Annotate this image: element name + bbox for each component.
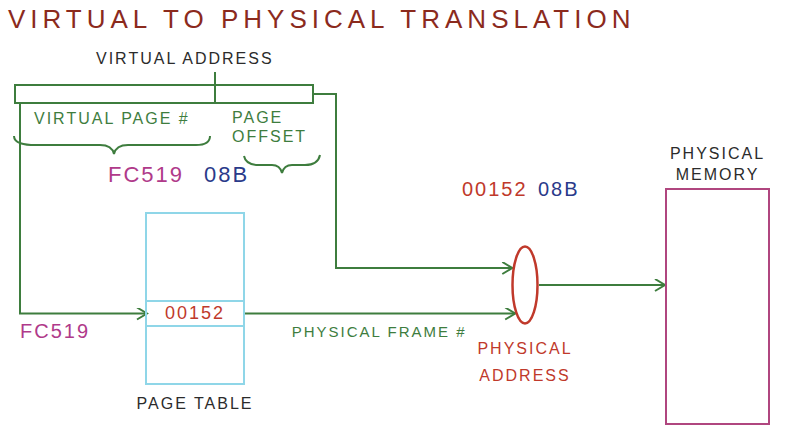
annotation-label: FC519 (20, 320, 90, 343)
diagram-title: VIRTUAL TO PHYSICAL TRANSLATION (8, 4, 635, 35)
node-text: PHYSICAL ADDRESS (463, 335, 587, 389)
connector-arrow (243, 313, 515, 315)
node-text: PHYSICAL MEMORY (656, 144, 780, 186)
offset-brace (244, 155, 320, 173)
node-text: VIRTUAL ADDRESS (96, 50, 274, 68)
node-text: PAGE TABLE (137, 395, 254, 413)
connector-arrow (20, 104, 147, 314)
page-table-box: PAGE TABLE00152 (145, 212, 245, 385)
annotation-label: PAGE OFFSET (232, 108, 318, 146)
ellipse-shape (513, 247, 538, 324)
annotation-label: 08B (204, 162, 249, 188)
annotation-label: VIRTUAL PAGE # (34, 110, 190, 128)
annotation-label: 00152 (462, 178, 528, 201)
connector-arrow (539, 284, 665, 286)
edge-label: PHYSICAL FRAME # (290, 323, 469, 340)
node-text: 00152 (165, 303, 225, 324)
page-table-entry: 00152 (147, 300, 243, 327)
ellipse-outline (511, 245, 539, 325)
address-bar: VIRTUAL ADDRESS (14, 84, 314, 104)
address-divider (214, 72, 216, 104)
page-number-brace (14, 136, 210, 154)
annotation-label: 08B (538, 178, 580, 201)
annotation-label: FC519 (108, 162, 184, 188)
memory-box: PHYSICAL MEMORY (665, 188, 770, 425)
address-ellipse: PHYSICAL ADDRESS (511, 245, 539, 325)
